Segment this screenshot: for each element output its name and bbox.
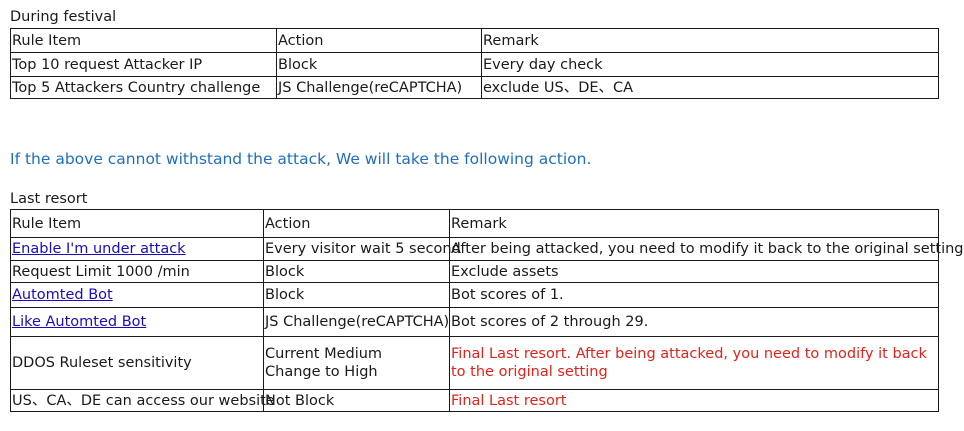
table-header-row: Rule Item Action Remark [10,209,939,238]
table-row: Top 5 Attackers Country challenge JS Cha… [10,76,939,99]
table-row: Top 10 request Attacker IP Block Every d… [10,52,939,77]
remark-cell-alert: Final Last resort [449,389,939,412]
rule-cell: Like Automted Bot [10,307,264,337]
remark-cell-alert: Final Last resort. After being attacked,… [449,336,939,390]
action-cell: Every visitor wait 5 second [263,237,461,261]
action-cell: JS Challenge(reCAPTCHA) [276,76,482,99]
rule-cell: US、CA、DE can access our website [10,389,275,412]
remark-cell: After being attacked, you need to modify… [449,237,964,261]
rule-cell: Enable I'm under attack [10,237,264,261]
table-row: Automted Bot Block Bot scores of 1. [10,282,939,308]
header-action: Action [276,28,482,53]
rule-cell: DDOS Ruleset sensitivity [10,336,264,390]
table-row: US、CA、DE can access our website Not Bloc… [10,389,939,412]
like-automted-bot-link[interactable]: Like Automted Bot [12,314,147,330]
table-row: Like Automted Bot JS Challenge(reCAPTCHA… [10,307,939,337]
action-cell: Current Medium Change to High [263,336,450,390]
remark-cell: Bot scores of 2 through 29. [449,307,939,337]
remark-cell: Bot scores of 1. [449,282,939,308]
rule-cell: Top 5 Attackers Country challenge [10,76,277,99]
enable-under-attack-link[interactable]: Enable I'm under attack [12,241,186,257]
action-cell: JS Challenge(reCAPTCHA) [263,307,450,337]
header-rule-item: Rule Item [10,28,277,53]
action-line-current: Current Medium [265,346,383,362]
table-row: DDOS Ruleset sensitivity Current Medium … [10,336,939,390]
rule-cell: Top 10 request Attacker IP [10,52,277,77]
action-line-change: Change to High [265,364,378,380]
last-resort-table: Rule Item Action Remark Enable I'm under… [10,209,964,412]
action-cell: Block [263,260,450,283]
table-header-row: Rule Item Action Remark [10,28,939,53]
action-cell: Block [276,52,482,77]
remark-cell: Every day check [481,52,939,77]
remark-cell: Exclude assets [449,260,939,283]
table-row: Enable I'm under attack Every visitor wa… [10,237,964,261]
header-rule-item: Rule Item [10,209,264,238]
rule-cell: Request Limit 1000 /min [10,260,264,283]
header-remark: Remark [449,209,939,238]
action-cell: Block [263,282,450,308]
remark-cell: exclude US、DE、CA [481,76,939,99]
header-action: Action [263,209,450,238]
during-festival-table: Rule Item Action Remark Top 10 request A… [10,28,939,99]
automted-bot-link[interactable]: Automted Bot [12,287,113,303]
action-cell: Not Block [263,389,450,412]
rule-cell: Automted Bot [10,282,264,308]
during-festival-caption: During festival [10,9,117,25]
last-resort-caption: Last resort [10,191,88,207]
table-row: Request Limit 1000 /min Block Exclude as… [10,260,939,283]
escalation-notice: If the above cannot withstand the attack… [10,150,592,168]
header-remark: Remark [481,28,939,53]
